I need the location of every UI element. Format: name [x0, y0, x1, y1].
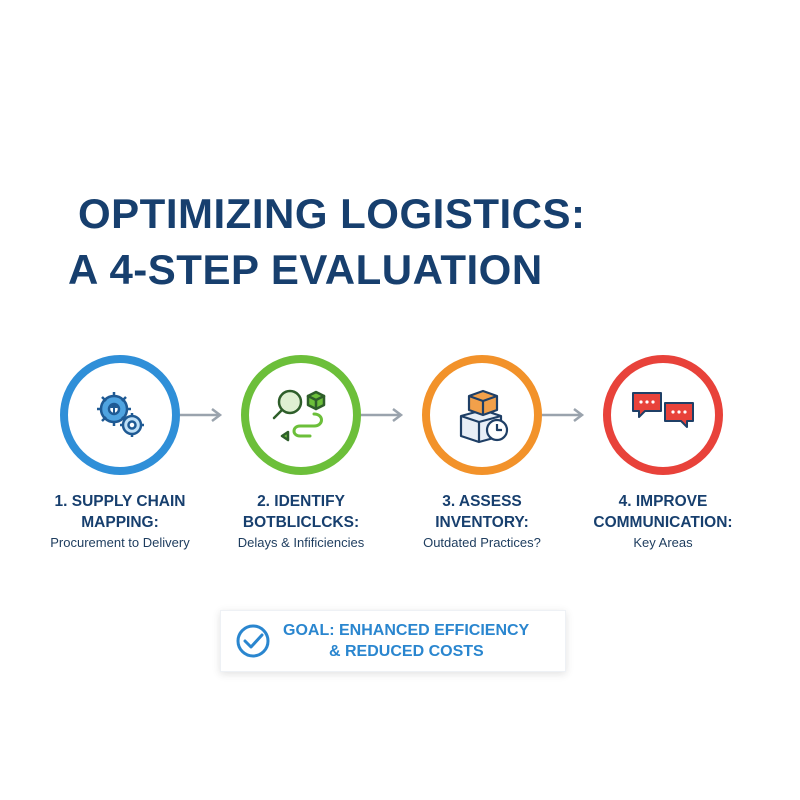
- step-1-ring: [60, 355, 180, 475]
- check-circle-icon: [236, 624, 270, 658]
- step-2-label: 2. IDENTIFY BOTBLICLCKS:: [191, 491, 411, 533]
- magnifier-path-icon: [268, 380, 334, 451]
- arrow-icon: [542, 408, 585, 422]
- goal-line-2: & REDUCED COSTS: [329, 643, 484, 660]
- goal-box: GOAL: ENHANCED EFFICIENCY & REDUCED COST…: [220, 610, 566, 672]
- step-4-ring: [603, 355, 723, 475]
- step-3-label-line-1: 3. ASSESS: [442, 493, 522, 510]
- step-1-label: 1. SUPPLY CHAIN MAPPING:: [10, 491, 230, 533]
- step-4-subtitle: Key Areas: [633, 535, 693, 550]
- boxes-clock-icon: [449, 380, 515, 451]
- step-1-subtitle: Procurement to Delivery: [50, 535, 190, 550]
- title-line-1: OPTIMIZING LOGISTICS:: [78, 190, 586, 237]
- step-1-label-line-2: MAPPING:: [81, 514, 159, 531]
- gears-icon: [88, 381, 152, 450]
- step-3-label: 3. ASSESS INVENTORY:: [372, 491, 592, 533]
- chat-bubbles-icon: [629, 385, 697, 446]
- step-3-ring: [422, 355, 542, 475]
- arrow-icon: [361, 408, 404, 422]
- step-2-subtitle: Delays & Infificiencies: [237, 535, 365, 550]
- step-2-label-line-2: BOTBLICLCKS:: [242, 514, 360, 531]
- step-4-label-line-1: 4. IMPROVE: [618, 493, 708, 510]
- step-4-label: 4. IMPROVE COMMUNICATION:: [553, 491, 773, 533]
- step-2-ring: [241, 355, 361, 475]
- arrow-icon: [180, 408, 223, 422]
- goal-line-1: GOAL: ENHANCED EFFICIENCY: [283, 622, 530, 639]
- step-3-label-line-2: INVENTORY:: [435, 514, 529, 531]
- step-4-label-line-2: COMMUNICATION:: [593, 514, 733, 531]
- step-3-subtitle: Outdated Practices?: [423, 535, 541, 550]
- title-line-2: A 4-STEP EVALUATION: [68, 246, 543, 293]
- step-1-label-line-1: 1. SUPPLY CHAIN: [54, 493, 186, 510]
- step-2-label-line-1: 2. IDENTIFY: [257, 493, 345, 510]
